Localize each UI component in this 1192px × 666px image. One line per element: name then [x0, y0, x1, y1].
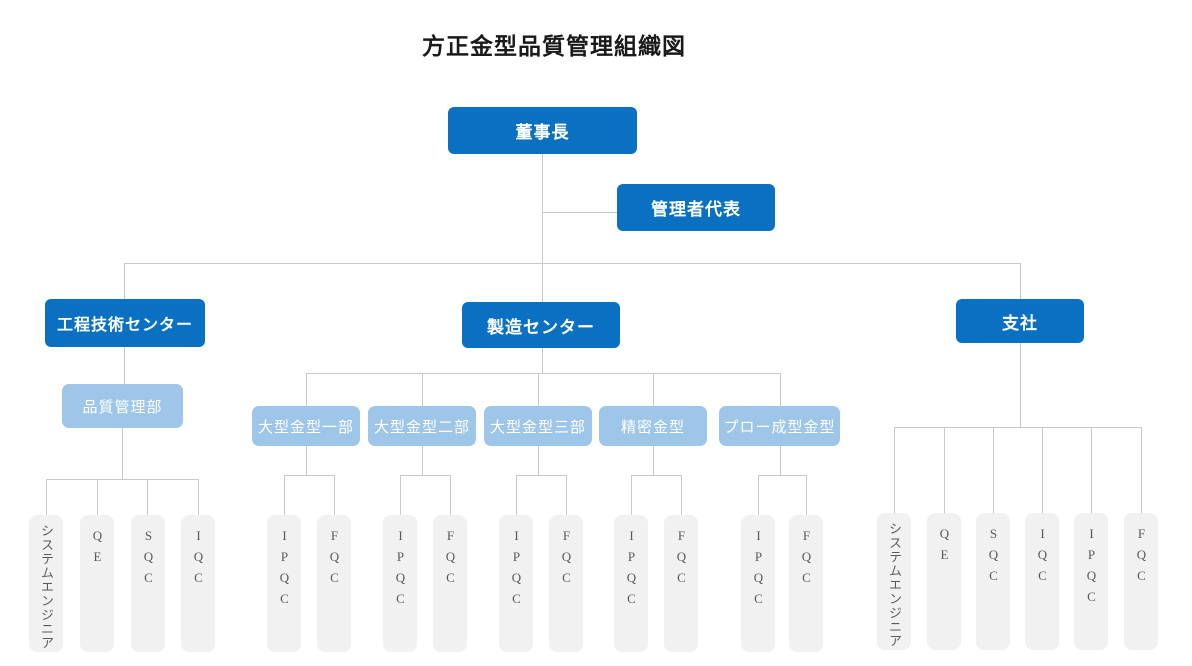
connector	[653, 446, 654, 475]
connector	[306, 446, 307, 475]
connector	[422, 446, 423, 475]
quality-management-dept-box: 品質管理部	[62, 384, 183, 428]
connector	[46, 479, 198, 480]
connector	[1042, 427, 1043, 513]
connector	[542, 154, 543, 303]
connector	[334, 475, 335, 515]
connector	[516, 475, 517, 515]
connector	[543, 212, 617, 213]
connector	[631, 475, 632, 515]
team-box: IPQC	[614, 515, 648, 652]
management-representative-box: 管理者代表	[617, 184, 775, 231]
dept-box: 大型金型一部	[252, 406, 360, 446]
team-box: FQC	[1124, 513, 1158, 650]
connector	[97, 479, 98, 515]
connector	[894, 427, 1141, 428]
connector	[538, 373, 539, 406]
connector	[780, 373, 781, 406]
connector	[450, 475, 451, 515]
connector	[284, 475, 285, 515]
dept-box: 大型金型三部	[484, 406, 592, 446]
connector	[198, 479, 199, 515]
team-box: IQC	[1025, 513, 1059, 650]
connector	[400, 475, 401, 515]
team-box: FQC	[317, 515, 351, 652]
connector	[538, 446, 539, 475]
page-title: 方正金型品質管理組織図	[422, 33, 686, 59]
team-box: IPQC	[499, 515, 533, 652]
team-box: FQC	[549, 515, 583, 652]
connector	[1020, 263, 1021, 299]
engineering-center-box: 工程技術センター	[45, 299, 205, 347]
connector	[124, 263, 1020, 264]
connector	[124, 263, 125, 299]
connector	[566, 475, 567, 515]
team-box: IPQC	[383, 515, 417, 652]
connector	[306, 373, 307, 406]
connector	[124, 347, 125, 384]
connector	[780, 446, 781, 475]
connector	[122, 428, 123, 479]
connector	[542, 348, 543, 373]
connector	[806, 475, 807, 515]
chairman-box: 董事長	[448, 107, 637, 154]
connector	[758, 475, 806, 476]
manufacturing-center-box: 製造センター	[462, 302, 620, 348]
team-box: FQC	[789, 515, 823, 652]
connector	[631, 475, 681, 476]
team-box: QE	[927, 513, 961, 650]
team-box: QE	[80, 515, 114, 652]
team-box: IPQC	[741, 515, 775, 652]
connector	[681, 475, 682, 515]
team-box: IPQC	[267, 515, 301, 652]
dept-box: 精密金型	[599, 406, 707, 446]
connector	[46, 479, 47, 515]
team-box: システムエンジニア	[29, 515, 63, 652]
branch-office-box: 支社	[956, 299, 1084, 343]
connector	[147, 479, 148, 515]
team-box: SQC	[131, 515, 165, 652]
connector	[944, 427, 945, 513]
connector	[1091, 427, 1092, 513]
connector	[653, 373, 654, 406]
connector	[1020, 343, 1021, 427]
team-box: FQC	[664, 515, 698, 652]
team-box: IPQC	[1074, 513, 1108, 650]
connector	[306, 373, 780, 374]
team-box: システムエンジニア	[877, 513, 911, 650]
team-box: IQC	[181, 515, 215, 652]
connector	[758, 475, 759, 515]
connector	[422, 373, 423, 406]
connector	[1141, 427, 1142, 513]
connector	[993, 427, 994, 513]
team-box: FQC	[433, 515, 467, 652]
connector	[516, 475, 566, 476]
connector	[284, 475, 334, 476]
team-box: SQC	[976, 513, 1010, 650]
connector	[400, 475, 450, 476]
dept-box: 大型金型二部	[368, 406, 476, 446]
connector	[894, 427, 895, 513]
dept-box: プロー成型金型	[719, 406, 840, 446]
